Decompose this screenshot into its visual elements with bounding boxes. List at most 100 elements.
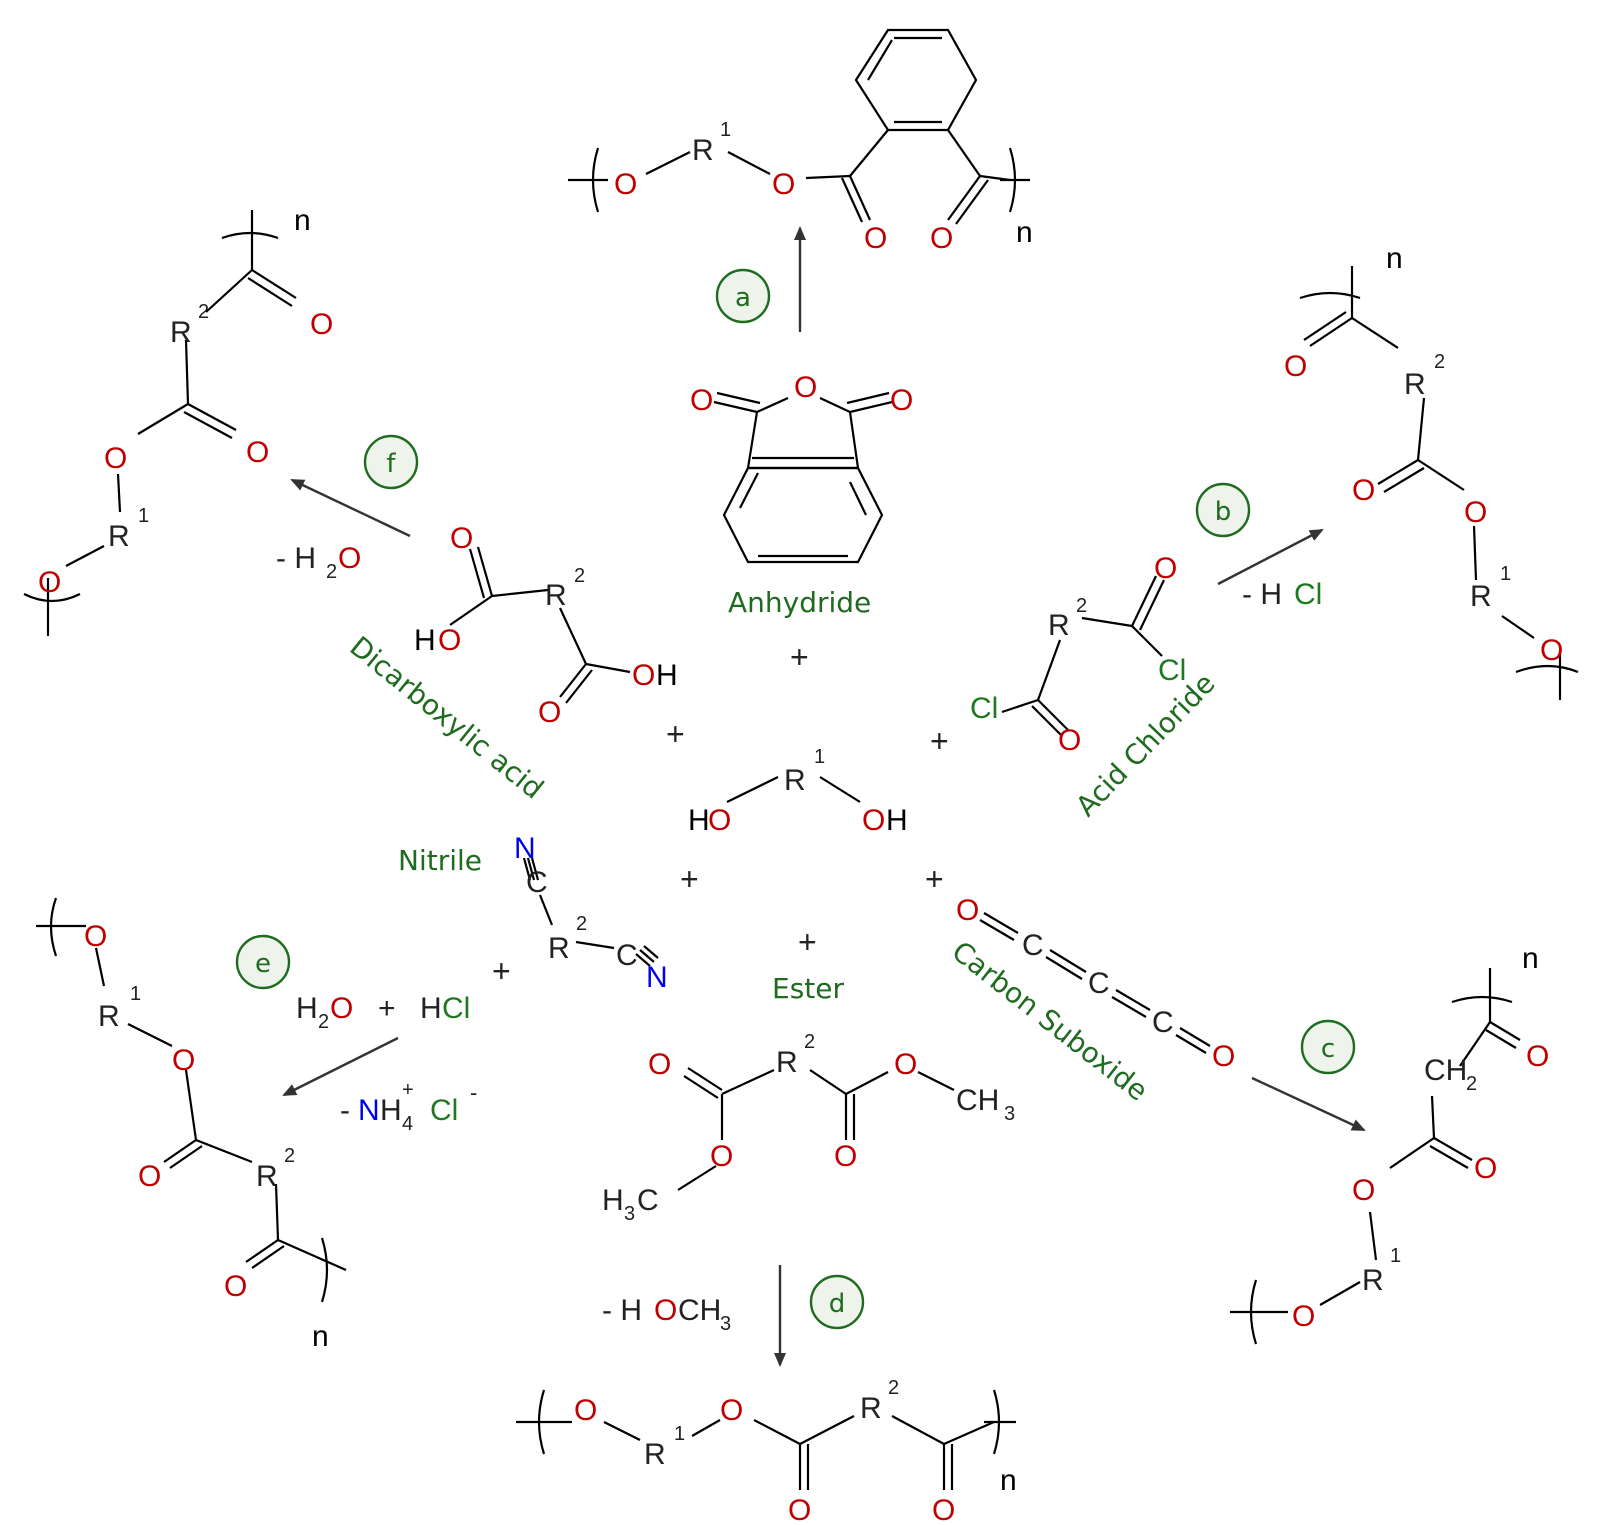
pe-r1: R (98, 1000, 120, 1033)
acid-chloride-label: Acid Chloride (1069, 667, 1221, 823)
product-e-structure (36, 897, 347, 1303)
dca-r2: R (545, 579, 567, 612)
pe-n: n (312, 1320, 329, 1353)
product-d-structure (516, 1389, 1016, 1490)
arrow-f (290, 478, 411, 538)
pf-n: n (294, 204, 311, 237)
pc-o4: O (1292, 1300, 1315, 1333)
anhydride-label: Anhydride (728, 586, 871, 619)
step-d: d (809, 1274, 865, 1330)
pf-r1: R (108, 520, 130, 553)
byproduct-e-sub: 4 (402, 1113, 413, 1135)
arrow-b (1217, 528, 1324, 586)
pc-ch-sub: 2 (1466, 1073, 1477, 1095)
cs-o-right: O (1212, 1040, 1235, 1073)
product-e-atoms: O R 1 O O R 2 O n (84, 920, 329, 1353)
pa-r1: R (692, 134, 714, 167)
reagent-e-o: O (330, 992, 353, 1025)
pf-r2: R (170, 316, 192, 349)
product-b-atoms: n O R 2 O O R 1 O (1284, 242, 1563, 667)
step-a: a (715, 268, 771, 324)
pa-o2: O (772, 168, 795, 201)
step-e-label: e (255, 949, 271, 979)
pd-o4: O (932, 1494, 955, 1525)
reagent-e-h: H (296, 992, 318, 1025)
pd-o2: O (720, 1394, 743, 1427)
diol-labels: H O R 1 O H (688, 746, 908, 837)
pd-r2-sup: 2 (888, 1377, 899, 1399)
dca-o-bottom: O (538, 696, 561, 729)
pe-o4: O (224, 1270, 247, 1303)
pb-o2: O (1352, 474, 1375, 507)
ac-r2-sup: 2 (1076, 595, 1087, 617)
ester-h3c-sub: 3 (624, 1203, 635, 1225)
dicarboxylic-acid-structure (449, 546, 631, 704)
ester-label: Ester (772, 972, 844, 1005)
pb-o4: O (1540, 634, 1563, 667)
diol-h-right: H (886, 804, 908, 837)
byproduct-e-h: H (380, 1094, 402, 1127)
anhydride-o-right: O (890, 384, 913, 417)
pf-o3: O (104, 442, 127, 475)
product-a-atoms: O R 1 O O O n (614, 119, 1033, 255)
pc-o1: O (1526, 1040, 1549, 1073)
plus-dicarboxylic: + (666, 716, 685, 752)
anhydride-o-ring: O (794, 371, 817, 404)
diol-o-right: O (862, 804, 885, 837)
anhydride-o-left: O (690, 384, 713, 417)
pb-o1: O (1284, 350, 1307, 383)
pd-r2: R (860, 1392, 882, 1425)
product-d-atoms: O R 1 O R 2 O O n (574, 1377, 1017, 1525)
ac-o-top: O (1154, 552, 1177, 585)
plus-anhydride: + (790, 639, 809, 675)
pf-r2-sup: 2 (198, 301, 209, 323)
pd-r1-sup: 1 (674, 1423, 685, 1445)
reagent-e-h2-sub: 2 (318, 1011, 329, 1033)
plus-ester: + (798, 924, 817, 960)
step-d-label: d (829, 1289, 846, 1319)
byproduct-d-sub: 3 (720, 1313, 731, 1335)
diol-o-left: O (708, 804, 731, 837)
dca-o-top: O (450, 522, 473, 555)
pf-o1: O (310, 308, 333, 341)
pc-r1-sup: 1 (1390, 1245, 1401, 1267)
reaction-arrows (282, 226, 1366, 1367)
pa-o3: O (864, 222, 887, 255)
nitrile-c-top: C (526, 866, 548, 899)
pf-o4: O (38, 566, 61, 599)
pb-r2: R (1404, 368, 1426, 401)
diol-monomer (726, 776, 861, 803)
dca-h-right: H (656, 659, 678, 692)
pb-r2-sup: 2 (1434, 351, 1445, 373)
nitrile-r2: R (548, 932, 570, 965)
nitrile-label: Nitrile (398, 844, 482, 877)
cs-o-left: O (956, 894, 979, 927)
nitrile-c-right: C (616, 939, 638, 972)
pe-o1: O (84, 920, 107, 953)
carbon-suboxide-atoms: O C C C O (956, 894, 1235, 1073)
byproduct-e-plus: + (402, 1079, 414, 1101)
pc-o3: O (1352, 1174, 1375, 1207)
diol-h-left: H (688, 804, 710, 837)
cs-c3: C (1152, 1006, 1174, 1039)
pe-o2: O (172, 1044, 195, 1077)
acid-chloride-structure (1001, 575, 1165, 737)
reagent-e-hcl-cl: Cl (442, 992, 470, 1025)
diol-r1-sup: 1 (814, 746, 825, 768)
step-markers: a b c d e f (235, 268, 1356, 1330)
ester-r2-sup: 2 (804, 1031, 815, 1053)
pf-o2: O (246, 436, 269, 469)
pc-r1: R (1362, 1264, 1384, 1297)
ac-o-bottom: O (1058, 724, 1081, 757)
pe-r2-sup: 2 (284, 1145, 295, 1167)
dca-o-left: O (438, 624, 461, 657)
pf-r1-sup: 1 (138, 505, 149, 527)
product-f-structure (23, 210, 297, 636)
step-b: b (1195, 482, 1251, 538)
byproduct-b-h: - H (1242, 578, 1282, 611)
step-c-label: c (1321, 1034, 1335, 1064)
pd-r1: R (644, 1438, 666, 1471)
dca-o-right: O (632, 659, 655, 692)
pc-ch: CH (1424, 1054, 1467, 1087)
